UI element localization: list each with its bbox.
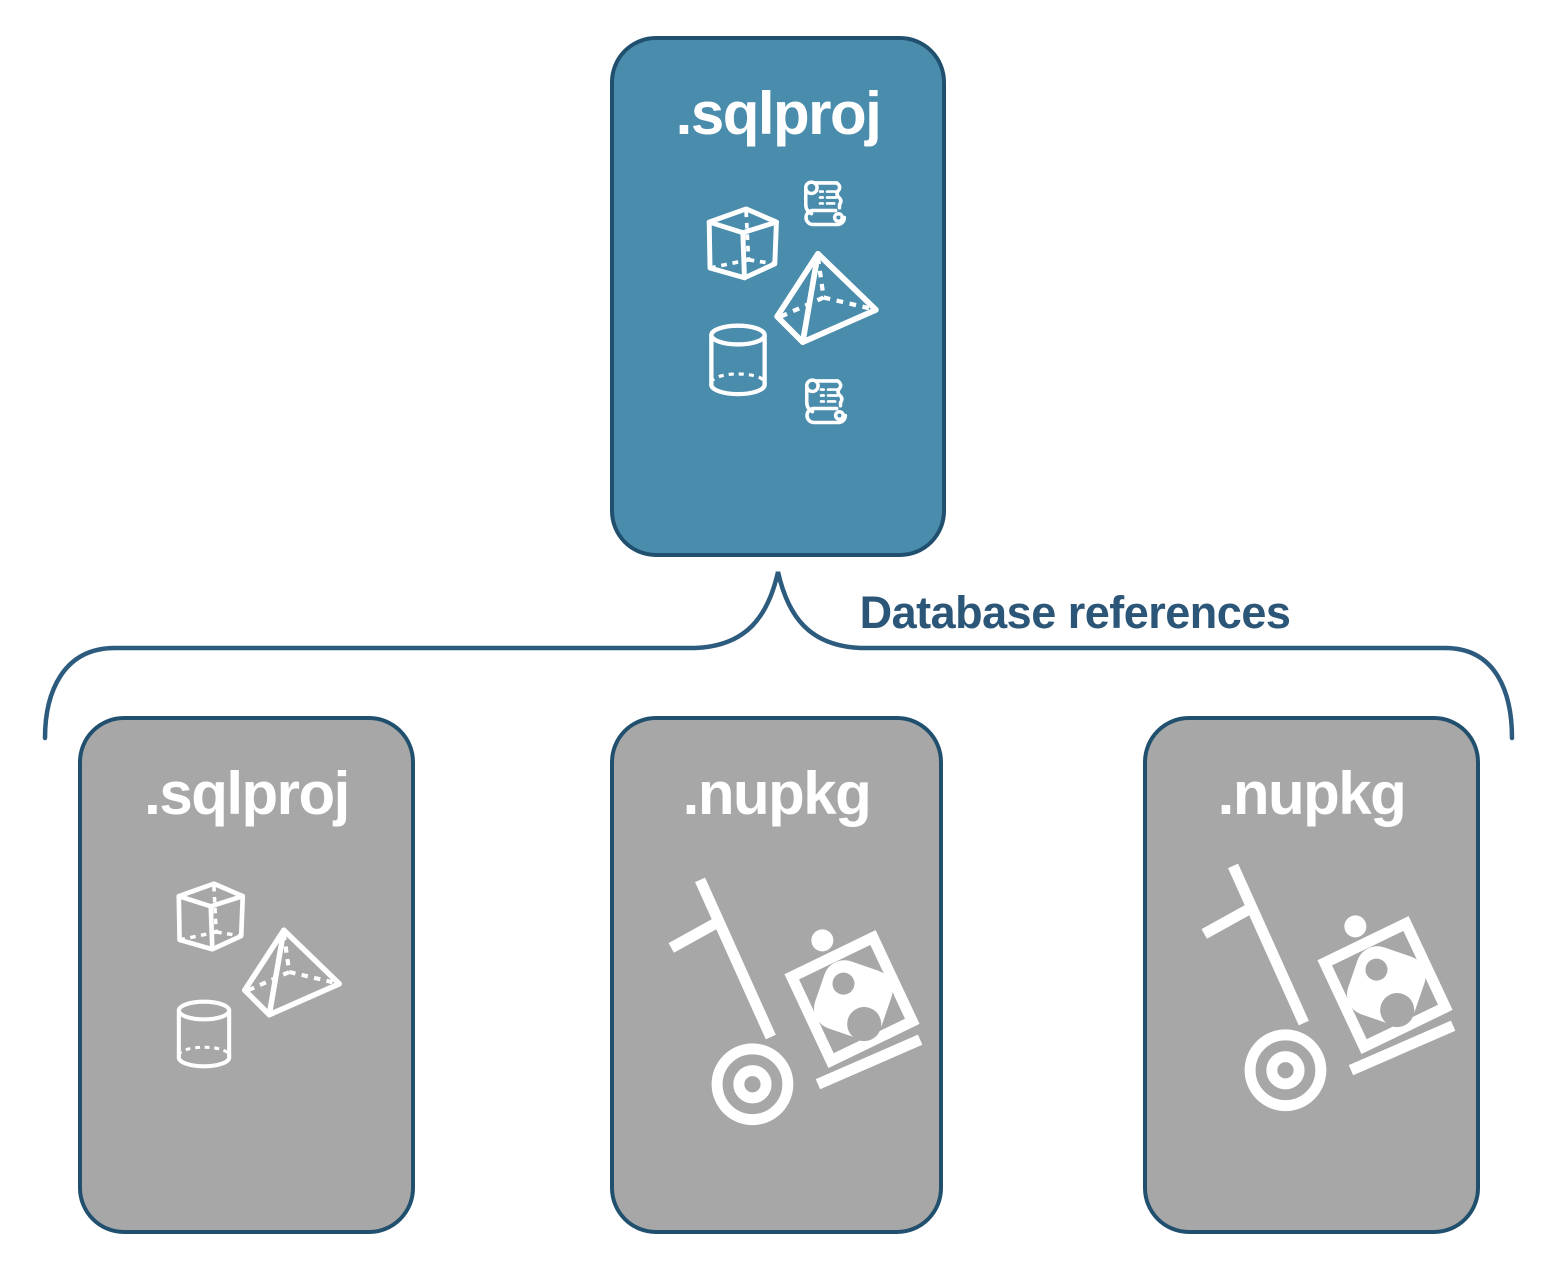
child-box-sqlproj: .sqlproj: [78, 716, 415, 1234]
nuget-handtruck-icon: [666, 872, 928, 1134]
child-box-title: .nupkg: [1217, 760, 1407, 827]
child-box-title: .nupkg: [682, 760, 872, 827]
child-box-nupkg-1: .nupkg: [610, 716, 943, 1234]
connector-label: Database references: [859, 587, 1291, 638]
child-box-nupkg-2: .nupkg: [1143, 716, 1480, 1234]
pyramid-icon: [242, 926, 342, 1018]
root-box-title: .sqlproj: [675, 80, 882, 147]
child-box-title: .sqlproj: [144, 760, 350, 827]
cylinder-icon: [170, 997, 238, 1073]
cube-icon: [167, 879, 253, 957]
script-scroll-icon: [800, 375, 854, 429]
cylinder-icon: [702, 321, 774, 401]
root-box-sqlproj: .sqlproj: [610, 36, 946, 557]
nuget-handtruck-icon: [1199, 858, 1461, 1120]
pyramid-icon: [774, 250, 879, 345]
brace-connector: [42, 571, 1515, 741]
script-scroll-icon: [799, 177, 853, 231]
